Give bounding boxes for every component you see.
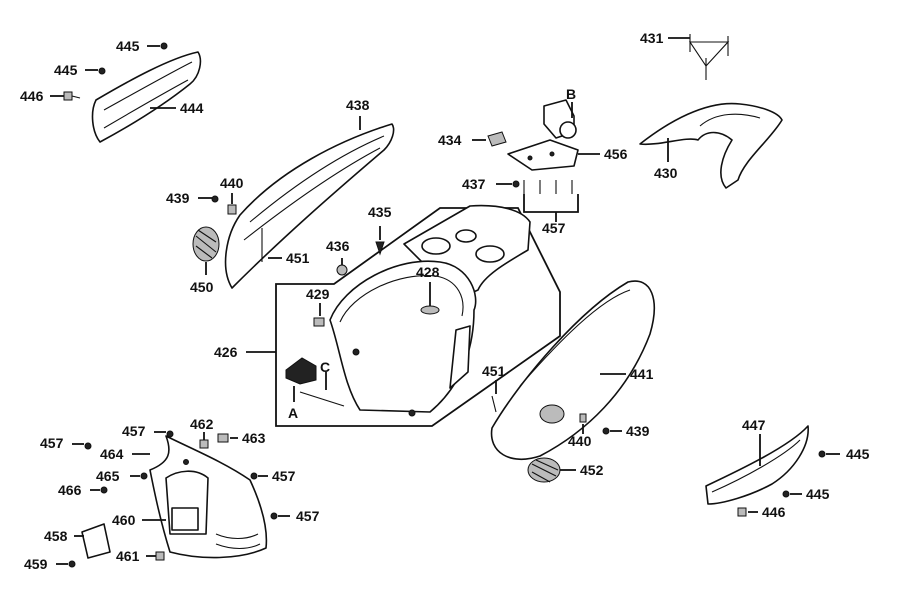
label-445: 445 (116, 38, 140, 54)
part-434 (472, 131, 507, 147)
label-451: 451 (482, 363, 506, 379)
part-429 (313, 303, 325, 327)
label-C: C (320, 359, 330, 375)
label-456: 456 (604, 146, 628, 162)
screw-457-bottom (183, 459, 189, 465)
screw-457-lower1 (72, 442, 92, 450)
label-457: 457 (296, 508, 320, 524)
label-441: 441 (630, 366, 654, 382)
label-459: 459 (24, 556, 48, 572)
screw-457-lower4 (270, 512, 290, 520)
label-440: 440 (220, 175, 244, 191)
clip-440-left (227, 193, 237, 215)
label-445: 445 (846, 446, 870, 462)
part-441 (490, 280, 655, 461)
screw-437 (512, 180, 520, 188)
part-456 (507, 139, 579, 171)
label-447: 447 (742, 417, 766, 433)
bolt-451-right (491, 380, 497, 413)
label-439: 439 (166, 190, 190, 206)
part-458 (81, 523, 111, 559)
part-B-lock (543, 99, 577, 139)
label-460: 460 (112, 512, 136, 528)
label-431: 431 (640, 30, 664, 46)
screws-457-bracket (496, 180, 579, 222)
label-450: 450 (190, 279, 214, 295)
part-436 (336, 258, 348, 276)
part-435 (375, 226, 385, 256)
screw-445-top2 (85, 67, 106, 75)
part-444 (91, 51, 202, 143)
frame-426 (275, 207, 561, 427)
screw-439-left (198, 195, 219, 203)
label-457: 457 (542, 220, 566, 236)
label-B: B (566, 86, 576, 102)
label-434: 434 (438, 132, 462, 148)
label-464: 464 (100, 446, 124, 462)
screw-457-lower2 (154, 430, 174, 438)
bolts-431 (668, 34, 730, 80)
part-462 (199, 432, 209, 449)
label-435: 435 (368, 204, 392, 220)
label-446: 446 (20, 88, 44, 104)
label-457: 457 (272, 468, 296, 484)
label-437: 437 (462, 176, 486, 192)
label-438: 438 (346, 97, 370, 113)
part-C (299, 372, 345, 407)
label-452: 452 (580, 462, 604, 478)
label-429: 429 (306, 286, 330, 302)
bolt-451-left (261, 228, 282, 262)
screw-465 (130, 472, 148, 480)
part-461 (146, 551, 165, 561)
label-458: 458 (44, 528, 68, 544)
label-444: 444 (180, 100, 204, 116)
part-460 (149, 435, 268, 559)
label-439: 439 (626, 423, 650, 439)
label-466: 466 (58, 482, 82, 498)
label-430: 430 (654, 165, 678, 181)
grille-450 (192, 226, 220, 262)
screw-446-right (737, 507, 758, 517)
screw-439-right (602, 427, 622, 435)
label-440: 440 (568, 433, 592, 449)
screw-445-right1 (818, 450, 840, 458)
part-447 (705, 425, 809, 505)
clip-440-right (579, 413, 587, 434)
screw-446-top (50, 91, 81, 101)
label-428: 428 (416, 264, 440, 280)
screw-457-lower3 (250, 472, 268, 480)
screw-459 (56, 560, 76, 568)
label-457: 457 (40, 435, 64, 451)
label-445: 445 (806, 486, 830, 502)
part-438 (224, 123, 395, 289)
label-446: 446 (762, 504, 786, 520)
label-461: 461 (116, 548, 140, 564)
label-462: 462 (190, 416, 214, 432)
screw-445-right2 (782, 490, 802, 498)
label-451: 451 (286, 250, 310, 266)
label-436: 436 (326, 238, 350, 254)
part-463 (217, 433, 238, 443)
label-465: 465 (96, 468, 120, 484)
label-463: 463 (242, 430, 266, 446)
label-457: 457 (122, 423, 146, 439)
part-430 (639, 102, 783, 189)
part-storage-box (329, 204, 531, 417)
label-445: 445 (54, 62, 78, 78)
part-A (285, 357, 317, 402)
grille-452 (527, 457, 576, 483)
label-A: A (288, 405, 298, 421)
label-426: 426 (214, 344, 238, 360)
screw-466 (90, 486, 108, 494)
screw-445-top1 (147, 42, 168, 50)
